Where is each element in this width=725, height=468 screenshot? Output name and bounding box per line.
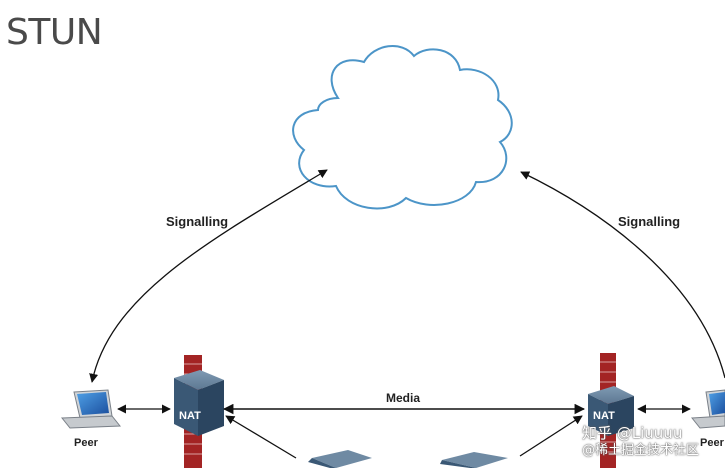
media-label: Media	[386, 391, 420, 405]
nat-device-left: NAT	[174, 370, 224, 436]
watermark-line2: @稀土掘金技术社区	[582, 443, 700, 458]
peer-label-left: Peer	[74, 437, 99, 449]
server-icon	[440, 452, 508, 468]
peer-label-right: Peer	[700, 437, 725, 449]
signalling-arrow-right	[520, 171, 725, 379]
nat-device-right: NAT	[588, 386, 634, 436]
laptop-icon	[60, 389, 122, 429]
nat-server-arrow-right	[519, 415, 583, 457]
server-icon	[308, 450, 372, 468]
signalling-label-right: Signalling	[618, 214, 680, 229]
laptop-icon	[691, 389, 725, 429]
page-title: STUN	[6, 12, 103, 53]
nat-server-arrow-left	[225, 415, 297, 459]
watermark-line1: 知乎 @Liuuuu	[582, 424, 683, 442]
signalling-arrow-left	[89, 169, 328, 383]
internet-cloud	[292, 44, 513, 210]
watermark: 知乎 @Liuuuu @稀土掘金技术社区	[582, 424, 725, 468]
nat-label-left: NAT	[179, 410, 201, 422]
nat-label-right: NAT	[593, 410, 615, 422]
signalling-label-left: Signalling	[166, 214, 228, 229]
